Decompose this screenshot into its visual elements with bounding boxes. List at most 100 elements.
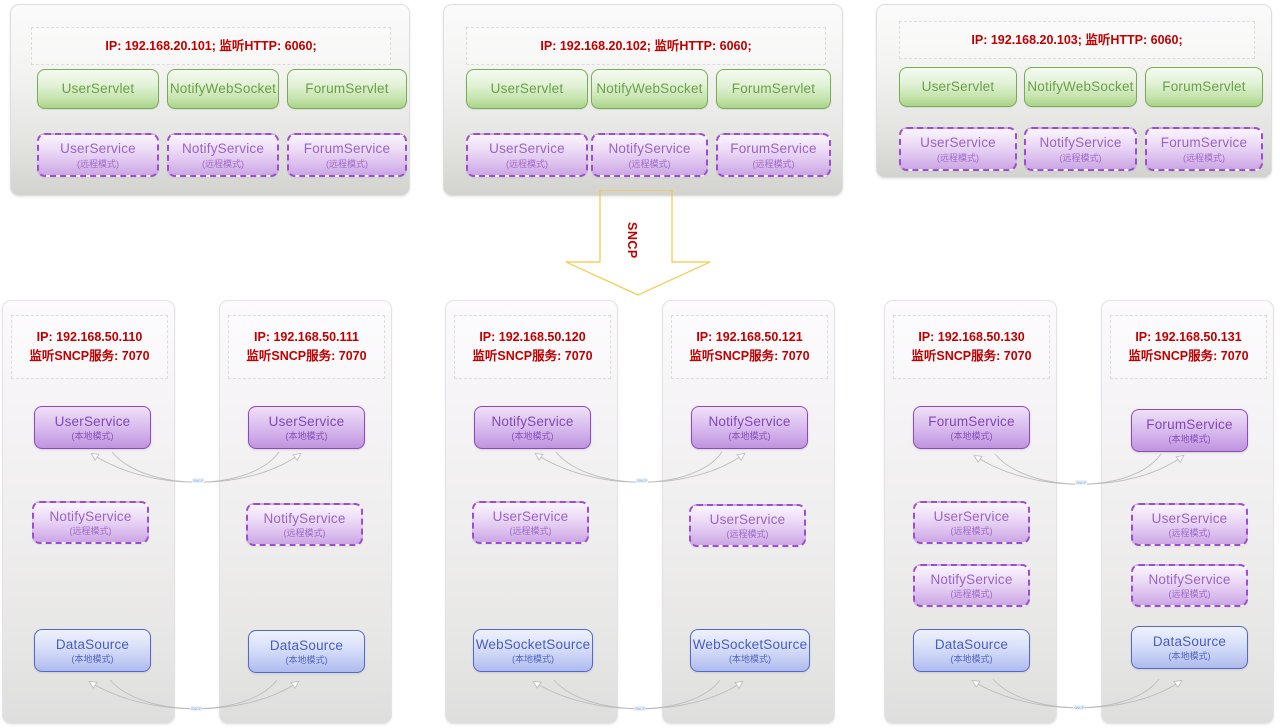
ip-header-120: IP: 192.168.50.120 监听SNCP服务: 7070 [454,315,611,379]
source-mode: (本地模式) [1168,651,1211,662]
service-mode: (本地模式) [71,431,114,442]
service-box-user-remote[interactable]: UserService (远程模式) [37,133,159,177]
service-box-remote-notify[interactable]: NotifyService (远程模式) [913,564,1030,607]
service-box-local[interactable]: NotifyService (本地模式) [474,406,591,449]
ip-line-2: 监听SNCP服务: 7070 [1128,349,1249,363]
service-box-forum-remote[interactable]: ForumService (远程模式) [287,133,407,177]
service-label: UserService [709,511,786,527]
service-mode: (远程模式) [509,526,552,537]
service-mode: (远程模式) [950,589,993,600]
service-box-local[interactable]: ForumService (本地模式) [913,406,1030,449]
ip-line-2: 监听SNCP服务: 7070 [911,349,1032,363]
service-mode: (远程模式) [69,526,112,537]
service-label: NotifyService [1039,135,1122,151]
source-box-local[interactable]: DataSource (本地模式) [1131,626,1248,669]
source-box-local[interactable]: DataSource (本地模式) [248,630,365,673]
servlet-label: NotifyWebSocket [1027,79,1134,95]
source-box-local[interactable]: DataSource (本地模式) [34,629,151,672]
servlet-box-notify[interactable]: NotifyWebSocket [591,69,708,109]
service-label: UserService [54,413,131,429]
bottom-node-panel-130: IP: 192.168.50.130 监听SNCP服务: 7070 ForumS… [884,300,1057,724]
link-label-sncp: SNCP [190,706,203,711]
link-label-sncp: SNCP [192,478,205,483]
source-label: DataSource [1152,633,1227,649]
service-box-remote-user[interactable]: UserService (远程模式) [913,501,1030,544]
servlet-label: ForumServlet [305,81,389,97]
servlet-box-forum[interactable]: ForumServlet [287,69,407,109]
service-box-user-remote[interactable]: UserService (远程模式) [899,127,1017,171]
service-label: NotifyService [491,413,574,429]
servlet-box-user[interactable]: UserServlet [466,69,588,109]
service-box-remote-user[interactable]: UserService (远程模式) [1131,503,1248,546]
servlet-box-notify[interactable]: NotifyWebSocket [167,69,279,109]
source-mode: (本地模式) [729,654,771,665]
top-node-panel-1: IP: 192.168.20.101; 监听HTTP: 6060; UserSe… [10,4,410,196]
service-mode: (远程模式) [1168,528,1211,539]
source-box-local[interactable]: WebSocketSource (本地模式) [473,629,593,672]
service-label: UserService [60,141,136,157]
service-box-forum-remote[interactable]: ForumService (远程模式) [716,133,831,177]
service-mode: (本地模式) [285,431,328,442]
source-label: WebSocketSource [475,636,591,652]
source-label: DataSource [934,636,1009,652]
servlet-label: ForumServlet [731,81,816,97]
source-mode: (本地模式) [950,654,993,665]
ip-header-top-2: IP: 192.168.20.102; 监听HTTP: 6060; [466,27,826,65]
service-box-local[interactable]: UserService (本地模式) [248,406,365,449]
link-label-sncp: SNCP [1075,480,1088,485]
service-label: NotifyService [608,141,691,157]
bottom-node-panel-121: IP: 192.168.50.121 监听SNCP服务: 7070 Notify… [662,300,835,724]
source-box-local[interactable]: DataSource (本地模式) [913,629,1030,672]
source-label: WebSocketSource [692,636,808,652]
ip-line: IP: 192.168.20.102; 监听HTTP: 6060; [540,38,752,53]
service-box-local[interactable]: UserService (本地模式) [34,406,151,449]
service-mode: (远程模式) [326,158,368,169]
ip-line-2: 监听SNCP服务: 7070 [689,349,810,363]
link-label-sncp: SNCP [634,706,647,711]
service-mode: (本地模式) [728,431,771,442]
source-label: DataSource [55,636,130,652]
servlet-box-notify[interactable]: NotifyWebSocket [1024,67,1137,107]
service-box-user-remote[interactable]: UserService (远程模式) [466,133,588,177]
service-box-notify-remote[interactable]: NotifyService (远程模式) [167,133,279,177]
service-mode: (本地模式) [511,431,554,442]
service-box-remote-notify[interactable]: NotifyService (远程模式) [1131,564,1248,607]
service-label: NotifyService [708,413,791,429]
service-label: NotifyService [1148,571,1231,587]
service-box-remote[interactable]: NotifyService (远程模式) [246,503,363,546]
bottom-node-panel-110: IP: 192.168.50.110 监听SNCP服务: 7070 UserSe… [2,300,175,724]
service-box-notify-remote[interactable]: NotifyService (远程模式) [1024,127,1137,171]
service-mode: (远程模式) [726,529,769,540]
service-mode: (远程模式) [1183,152,1225,163]
source-box-local[interactable]: WebSocketSource (本地模式) [690,629,810,672]
servlet-label: NotifyWebSocket [596,81,703,97]
servlet-box-forum[interactable]: ForumServlet [1145,67,1263,107]
service-box-local[interactable]: ForumService (本地模式) [1131,409,1248,452]
ip-line-1: IP: 192.168.50.120 [479,330,586,344]
service-box-remote[interactable]: NotifyService (远程模式) [32,501,149,544]
service-box-forum-remote[interactable]: ForumService (远程模式) [1145,127,1263,171]
service-box-local[interactable]: NotifyService (本地模式) [691,406,808,449]
servlet-box-user[interactable]: UserServlet [899,67,1017,107]
service-mode: (远程模式) [752,158,795,169]
source-mode: (本地模式) [512,654,554,665]
service-label: ForumService [1146,416,1233,432]
service-mode: (远程模式) [950,526,993,537]
ip-line-2: 监听SNCP服务: 7070 [246,349,367,363]
servlet-box-user[interactable]: UserServlet [37,69,159,109]
top-node-panel-2: IP: 192.168.20.102; 监听HTTP: 6060; UserSe… [443,4,843,196]
service-mode: (远程模式) [77,158,119,169]
service-box-notify-remote[interactable]: NotifyService (远程模式) [591,133,708,177]
service-label: UserService [920,135,996,151]
servlet-box-forum[interactable]: ForumServlet [716,69,831,109]
service-label: ForumService [1160,135,1248,151]
service-label: NotifyService [49,508,132,524]
service-box-remote[interactable]: UserService (远程模式) [689,504,806,547]
link-label-sncp: SNCP [1073,705,1086,710]
ip-header-121: IP: 192.168.50.121 监听SNCP服务: 7070 [671,315,828,379]
ip-header-110: IP: 192.168.50.110 监听SNCP服务: 7070 [11,315,168,379]
service-box-remote[interactable]: UserService (远程模式) [472,501,589,544]
sncp-arrow-icon [565,190,711,296]
ip-header-131: IP: 192.168.50.131 监听SNCP服务: 7070 [1110,315,1267,379]
